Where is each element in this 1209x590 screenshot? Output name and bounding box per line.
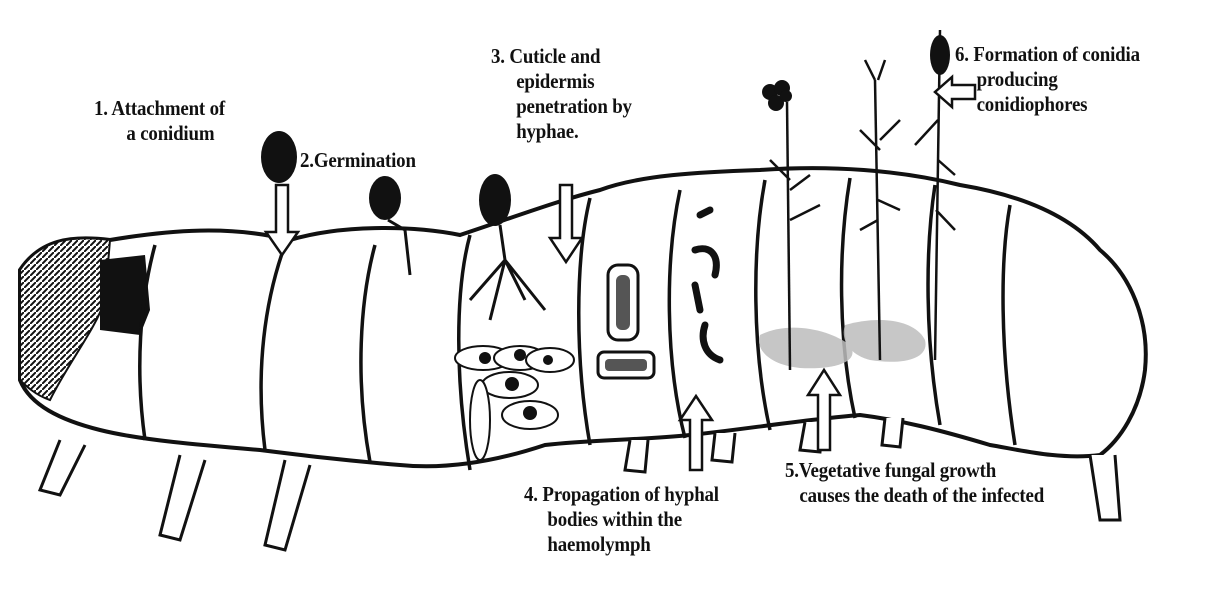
conidia-clusters <box>762 35 950 111</box>
label-line: conidiophores <box>955 92 1140 117</box>
label-line: a conidium <box>94 121 225 146</box>
label-germination: 2.Germination <box>300 148 416 173</box>
label-line: 6. Formation of conidia <box>955 42 1140 67</box>
label-line: 4. Propagation of hyphal <box>524 482 719 507</box>
label-conidia-formation: 6. Formation of conidia producing conidi… <box>955 42 1140 117</box>
label-vegetative-growth: 5.Vegetative fungal growth causes the de… <box>785 458 1044 508</box>
label-line: penetration by <box>491 94 632 119</box>
label-propagation: 4. Propagation of hyphal bodies within t… <box>524 482 719 557</box>
label-line: producing <box>955 67 1140 92</box>
label-line: 5.Vegetative fungal growth <box>785 458 1044 483</box>
label-line: epidermis <box>491 69 632 94</box>
label-attachment: 1. Attachment of a conidium <box>94 96 225 146</box>
label-line: haemolymph <box>524 532 719 557</box>
label-line: bodies within the <box>524 507 719 532</box>
label-line: 2.Germination <box>300 148 416 173</box>
label-line: 3. Cuticle and <box>491 44 632 69</box>
label-penetration: 3. Cuticle and epidermis penetration by … <box>491 44 632 144</box>
caterpillar-body-outline <box>20 168 1146 466</box>
label-line: causes the death of the infected <box>785 483 1044 508</box>
label-line: 1. Attachment of <box>94 96 225 121</box>
label-line: hyphae. <box>491 119 632 144</box>
